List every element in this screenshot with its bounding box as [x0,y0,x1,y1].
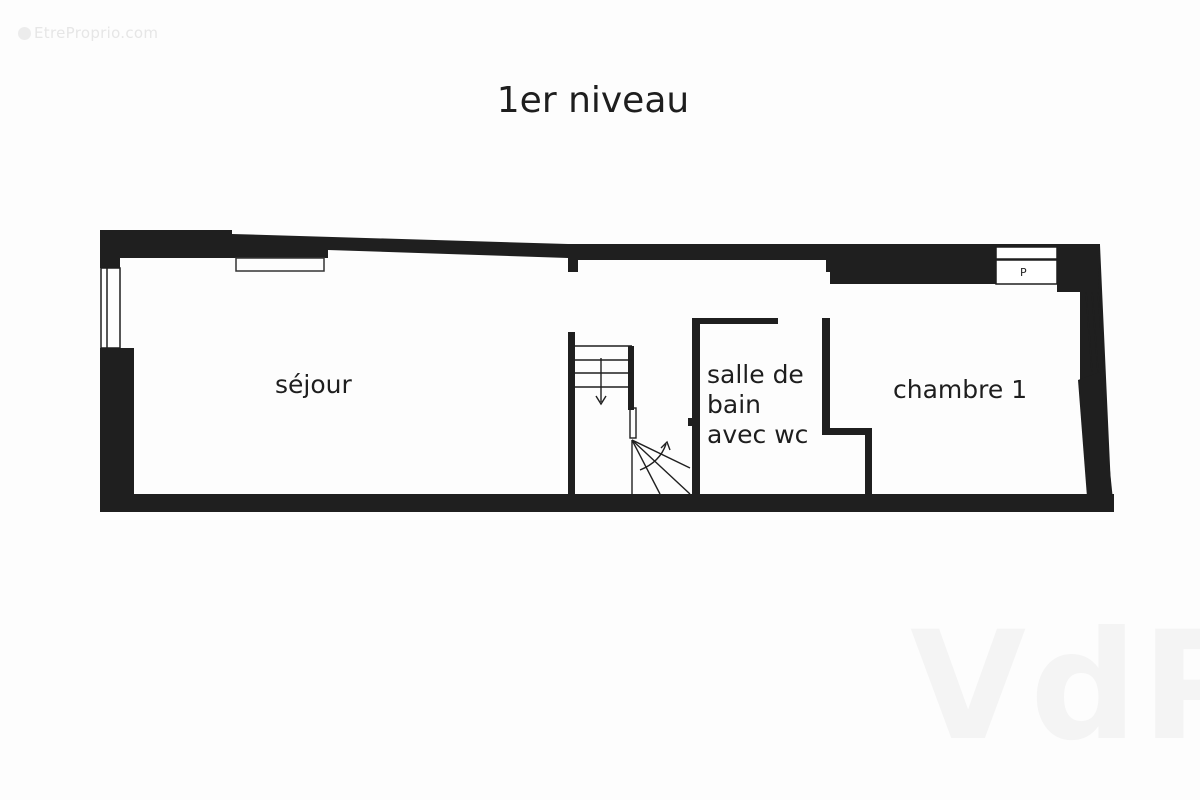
logo-icon [18,27,31,40]
floor-title: 1er niveau [496,80,690,121]
bottom-watermark: VdP [910,600,1200,774]
cupboard-box: P [995,246,1058,285]
room-label-sejour: séjour [275,370,352,399]
staircase [575,345,691,495]
room-label-bathroom: salle de bain avec wc [707,360,809,449]
windows [100,267,1105,373]
svg-text:P: P [1020,266,1027,279]
radiator [235,257,325,272]
room-label-chambre: chambre 1 [893,375,1028,404]
watermark: EtreProprio.com [18,24,158,42]
walls [100,230,1114,512]
